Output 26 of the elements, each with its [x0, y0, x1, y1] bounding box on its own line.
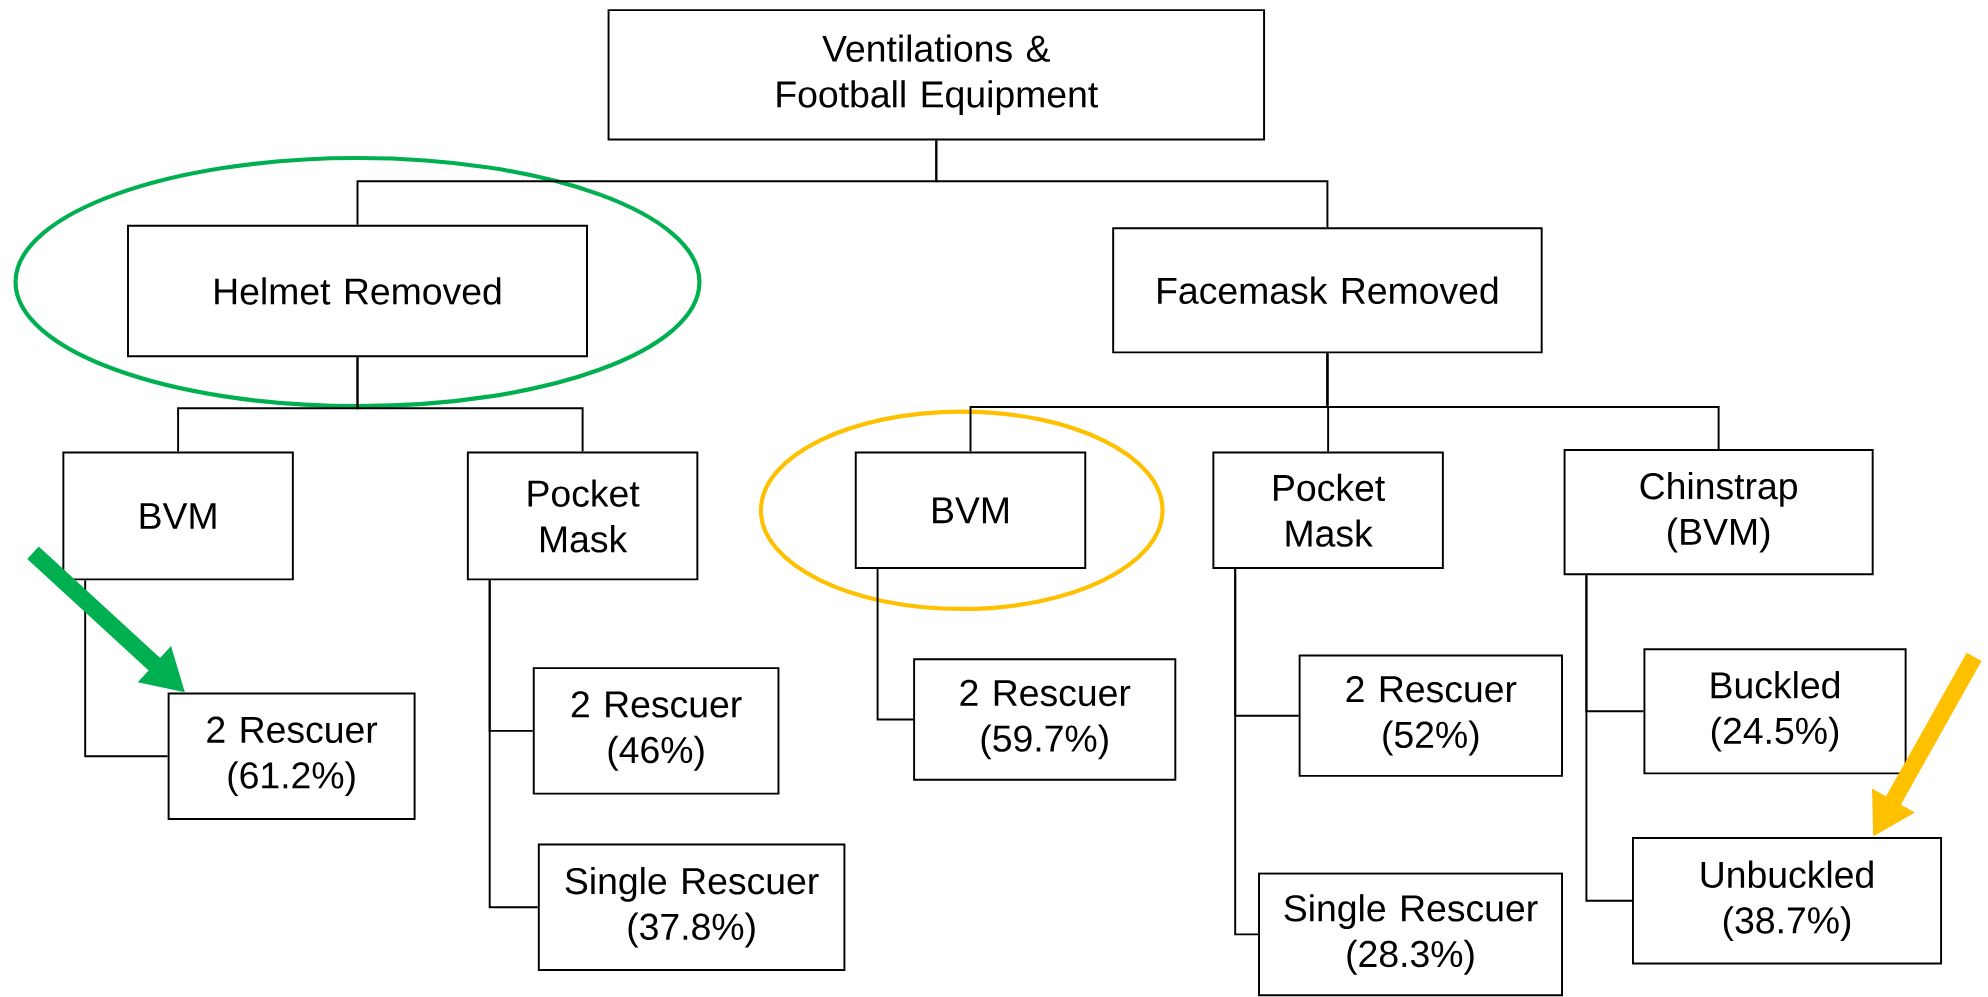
process-box: Ventilations & Football Equipment — [607, 9, 1266, 141]
process-box: Chinstrap (BVM) — [1563, 449, 1874, 576]
process-box: Single Rescuer (28.3%) — [1258, 872, 1563, 997]
highlight-ellipse — [758, 409, 1165, 612]
connector-line — [1326, 352, 1720, 451]
process-box: Facemask Removed — [1112, 227, 1543, 354]
process-box: Pocket Mask — [466, 451, 699, 581]
connector-line — [356, 356, 584, 453]
highlight-ellipse — [13, 155, 702, 409]
process-box: 2 Rescuer (61.2%) — [167, 692, 416, 820]
process-box: 2 Rescuer (46%) — [532, 667, 780, 795]
process-box: Helmet Removed — [127, 224, 588, 358]
connector-line — [935, 139, 1329, 229]
connector-line — [876, 568, 915, 721]
process-box: Buckled (24.5%) — [1643, 648, 1907, 775]
process-box: BVM — [854, 451, 1087, 569]
connector-line — [1234, 568, 1259, 936]
process-box: BVM — [62, 451, 294, 581]
connector-line — [84, 579, 169, 758]
connector-line — [1585, 574, 1633, 902]
process-box: Single Rescuer (37.8%) — [537, 843, 846, 971]
process-box: Unbuckled (38.7%) — [1632, 837, 1943, 965]
process-box: Pocket Mask — [1212, 451, 1444, 569]
process-box: 2 Rescuer (59.7%) — [913, 658, 1177, 781]
process-box: 2 Rescuer (52%) — [1298, 654, 1563, 777]
connector-line — [488, 579, 539, 909]
